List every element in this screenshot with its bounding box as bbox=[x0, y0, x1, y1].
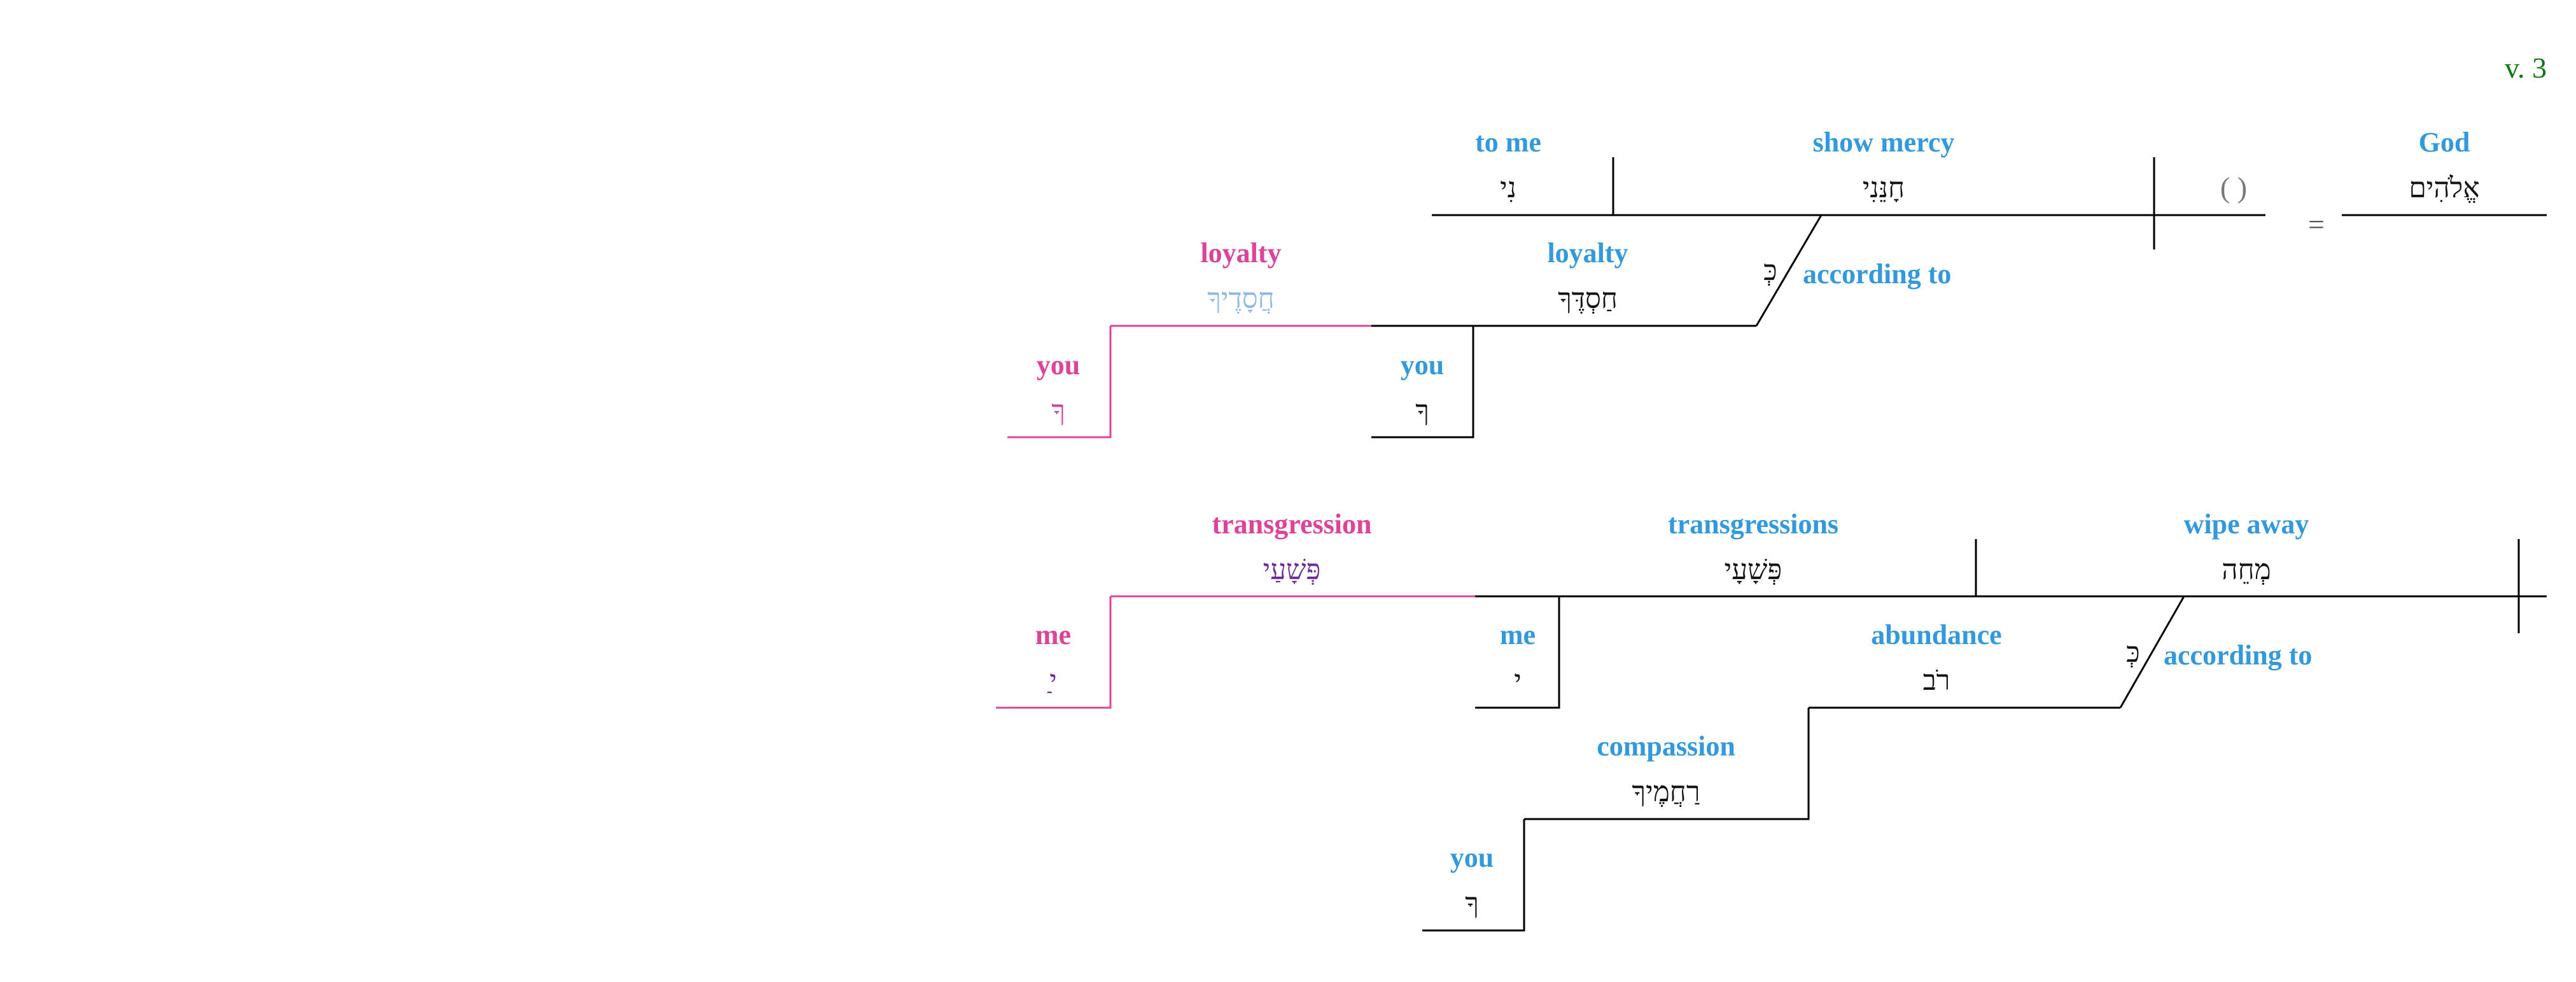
equals-sign: = bbox=[2308, 208, 2325, 241]
prep-object-hebrew-1: חַסְדֶּךָ bbox=[1558, 283, 1618, 315]
clause-1 bbox=[1371, 157, 2547, 438]
modifier-gloss-1: you bbox=[1401, 349, 1444, 381]
parallel-gloss-2: transgression bbox=[1212, 509, 1372, 540]
parallel-modifier-hebrew-1: ךָ bbox=[1051, 395, 1065, 427]
abundance-gloss: abundance bbox=[1871, 619, 2001, 650]
object-hebrew-2: פְּשָׁעָי bbox=[1725, 554, 1782, 586]
preposition-gloss-1: according to bbox=[1803, 258, 1951, 290]
parallel-step-2 bbox=[996, 596, 1112, 709]
modifier-hebrew-1: ךָ bbox=[1415, 395, 1429, 427]
parallel-modifier-gloss-2: me bbox=[1035, 619, 1071, 650]
object-modifier-hebrew-2: י bbox=[1514, 664, 1522, 697]
clause-1-parallel bbox=[1007, 325, 1371, 438]
compassion-gloss: compassion bbox=[1597, 731, 1735, 762]
subject-hebrew: אֱלֹהִים bbox=[2409, 172, 2479, 204]
you-step-2 bbox=[1422, 819, 1525, 932]
compassion-step bbox=[1524, 708, 1810, 820]
modifier-step-1 bbox=[1371, 326, 1474, 438]
implied-subject: ( ) bbox=[2220, 171, 2247, 204]
preposition-slant-1 bbox=[1755, 214, 1823, 326]
nested-modifier-hebrew: ךָ bbox=[1465, 887, 1479, 920]
parallel-modifier-hebrew-2: ַי bbox=[1047, 664, 1057, 697]
object-gloss-2: transgressions bbox=[1668, 509, 1838, 540]
prep-object-gloss-1: loyalty bbox=[1547, 237, 1628, 269]
nested-modifier-gloss: you bbox=[1450, 842, 1494, 873]
modifier-step-2 bbox=[1475, 596, 1560, 709]
preposition-hebrew-1: כְּ bbox=[1763, 255, 1777, 287]
verb-hebrew-1: חָנֵּנִי bbox=[1863, 172, 1905, 204]
preposition-gloss-2: according to bbox=[2164, 640, 2312, 671]
parallel-modifier-gloss-1: you bbox=[1037, 349, 1080, 381]
clause-2-parallel bbox=[996, 595, 1475, 709]
subject-gloss: God bbox=[2419, 127, 2470, 158]
parallel-step-1 bbox=[1007, 326, 1112, 438]
verb-hebrew-2: מְחֵה bbox=[2222, 554, 2271, 586]
verse-label: v. 3 bbox=[2505, 52, 2547, 84]
object-hebrew-1: נִי bbox=[1500, 172, 1516, 204]
parallel-gloss-1: loyalty bbox=[1200, 237, 1281, 269]
preposition-hebrew-2: כְּ bbox=[2126, 636, 2140, 669]
verb-gloss-2: wipe away bbox=[2184, 509, 2309, 540]
verb-gloss-1: show mercy bbox=[1813, 127, 1955, 158]
parallel-hebrew-1: חֲסָדֶיךָ bbox=[1207, 283, 1274, 315]
compassion-hebrew: רַחֲמֶיךָ bbox=[1632, 776, 1700, 808]
object-modifier-gloss-2: me bbox=[1500, 619, 1536, 650]
clause-2 bbox=[1422, 539, 2547, 932]
object-gloss-1: to me bbox=[1475, 127, 1541, 158]
parallel-hebrew-2: פְּשָׁעַי bbox=[1263, 554, 1321, 586]
preposition-slant-2 bbox=[2119, 596, 2185, 708]
abundance-hebrew: רֹב bbox=[1923, 664, 1950, 697]
